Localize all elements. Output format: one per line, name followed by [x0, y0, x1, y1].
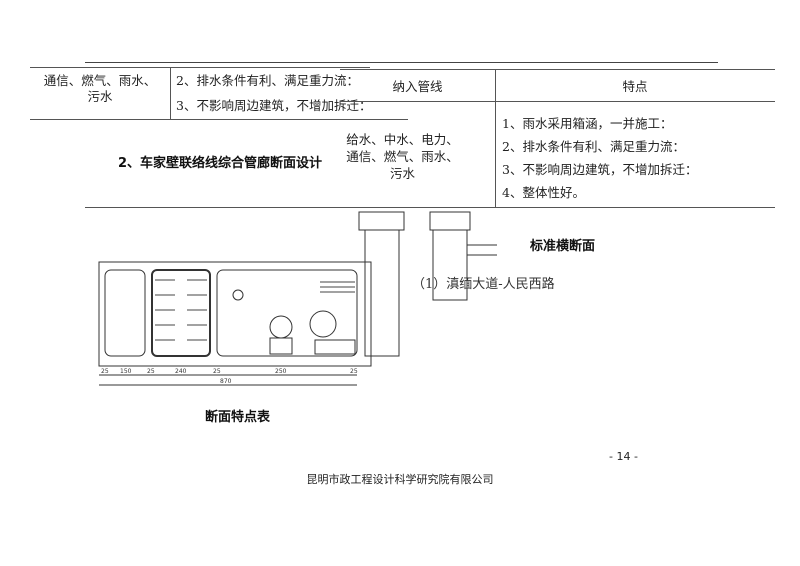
table-top-border: [30, 67, 370, 68]
table-header-border: [340, 101, 775, 102]
pipelines-line-2: 污水: [87, 89, 113, 104]
table-column-divider: [495, 69, 496, 208]
reclaimed-water-pipe: [232, 289, 244, 301]
pipe-support: [314, 339, 356, 355]
table-bottom-border: [30, 119, 370, 120]
water-pipe: [269, 315, 293, 339]
entry-shaft-cap: [429, 211, 471, 231]
cross-section-drawing: 25 150 25 240 25 250 25 870: [98, 211, 497, 386]
feature-item: 4、整体性好。: [502, 185, 585, 200]
pipelines-line-3: 污水: [389, 166, 415, 181]
drawing-title: 标准横断面: [530, 239, 596, 254]
vent-shaft-cap: [358, 211, 405, 231]
dim-label: 250: [275, 368, 287, 375]
dim-label: 240: [175, 368, 187, 375]
road-label: （1）滇缅大道-人民西路: [412, 277, 555, 292]
dim-label: 25: [147, 368, 155, 375]
table-caption: 断面特点表: [205, 410, 271, 425]
feature-item: 2、排水条件有利、满足重力流：: [176, 73, 359, 88]
table-top-border: [340, 69, 775, 70]
gas-pipe: [309, 310, 337, 338]
section-heading: 2、车家壁联络线综合管廊断面设计: [118, 156, 323, 171]
pipelines-line-1: 给水、中水、电力、: [346, 132, 459, 147]
entry-shaft: [432, 229, 468, 301]
pipelines-line-1: 通信、燃气、雨水、: [43, 73, 157, 88]
gallery-outline: [98, 261, 372, 367]
feature-item: 1、雨水采用箱涵，一并施工：: [502, 116, 673, 131]
feature-item: 2、排水条件有利、满足重力流：: [502, 139, 685, 154]
dim-total: 870: [220, 378, 232, 385]
water-gas-chamber: [216, 269, 358, 357]
dim-label: 150: [120, 368, 132, 375]
cable-racks: [155, 279, 355, 341]
rain-culvert-chamber: [104, 269, 146, 357]
feature-item: 3、不影响周边建筑，不增加拆迁：: [502, 162, 698, 177]
vent-shaft: [364, 229, 400, 357]
header-features: 特点: [622, 79, 648, 94]
dim-label: 25: [350, 368, 358, 375]
table-line: [340, 119, 408, 120]
header-pipelines: 纳入管线: [392, 79, 443, 94]
pipelines-line-2: 通信、燃气、雨水、: [346, 149, 459, 164]
pipe-support: [269, 337, 293, 355]
dim-label: 25: [213, 368, 221, 375]
dimension-labels: 25 150 25 240 25 250 25 870: [101, 368, 358, 385]
footer-company: 昆明市政工程设计科学研究院有限公司: [306, 473, 494, 486]
page-number: - 14 -: [609, 450, 638, 463]
feature-item: 3、不影响周边建筑，不增加拆迁：: [176, 98, 372, 113]
table-bottom-border: [85, 207, 775, 208]
dim-label: 25: [101, 368, 109, 375]
table-column-divider: [170, 67, 171, 119]
power-cable-chamber: [151, 269, 211, 357]
header-rule: [85, 62, 718, 63]
